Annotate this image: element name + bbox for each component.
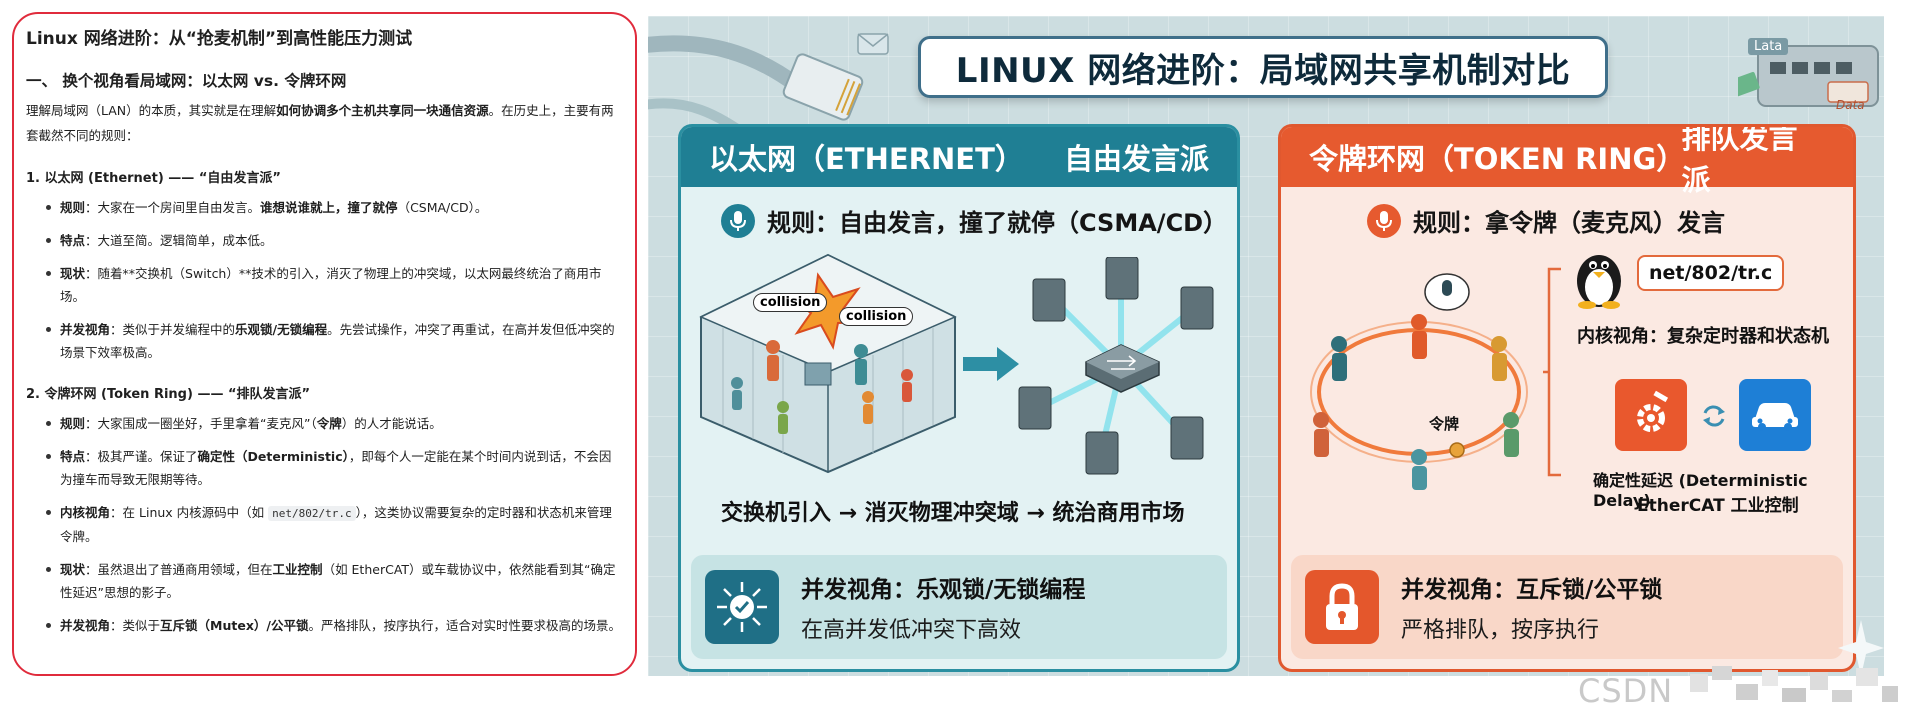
router-icon [1738, 45, 1879, 107]
ethernet-card-title: 以太网（ETHERNET） [709, 142, 1024, 176]
sync-icon [1703, 405, 1725, 427]
list-item: 并发视角：类似于并发编程中的乐观锁/无锁编程。先尝试操作，冲突了再重试，在高并发… [26, 318, 621, 364]
token-ring-card-title: 令牌环网（TOKEN RING） [1309, 142, 1686, 176]
ethernet-cable-icon [648, 33, 889, 141]
ethernet-rule: 规则：自由发言，撞了就停（CSMA/CD） [721, 203, 1227, 238]
ethernet-card-tag: 自由发言派 [1063, 142, 1209, 176]
list-item: 规则：大家在一个房间里自由发言。谁想说谁就上，撞了就停（CSMA/CD）。 [26, 196, 621, 219]
ethernet-flow-text: 交换机引入 → 消灭物理冲突域 → 统治商用市场 [721, 501, 1185, 526]
deterministic-delay-text: 确定性延迟 (Deterministic Delay) [1593, 471, 1808, 510]
ethernet-concurrency-title: 并发视角：乐观锁/无锁编程 [801, 577, 1086, 603]
ethernet-concurrency-subtitle: 在高并发低冲突下高效 [801, 618, 1022, 643]
collision-bubble-right: collision [839, 307, 914, 326]
ethercat-text: EtherCAT 工业控制 [1637, 496, 1799, 516]
token-ring-concurrency-subtitle: 严格排队，按序执行 [1401, 618, 1600, 643]
microphone-icon [721, 203, 755, 238]
blurred-username-mosaic [1690, 666, 1898, 702]
token-label: 令牌 [1429, 415, 1460, 433]
right-arrow-icon [963, 347, 1019, 381]
fade-overlay [14, 648, 635, 674]
kernel-path-tag: net/802/tr.c [1637, 255, 1785, 291]
network-hub-icon [705, 570, 779, 644]
list-item: 并发视角：类似于互斥锁（Mutex）/公平锁。严格排队，按序执行，适合对实时性要… [26, 614, 621, 637]
inline-code: net/802/tr.c [268, 506, 356, 521]
token-ring-concurrency-box: 并发视角：互斥锁/公平锁 严格排队，按序执行 [1291, 555, 1843, 659]
article-title: Linux 网络进阶：从“抢麦机制”到高性能压力测试 [26, 29, 413, 49]
list-item: 特点：大道至简。逻辑简单，成本低。 [26, 229, 621, 252]
article-panel: Linux 网络进阶：从“抢麦机制”到高性能压力测试 一、 换个视角看局域网：以… [12, 12, 637, 676]
token-ring-concurrency-title: 并发视角：互斥锁/公平锁 [1401, 577, 1663, 603]
token-ring-rule: 规则：拿令牌（麦克风）发言 [1367, 203, 1725, 238]
collision-room-illustration [699, 253, 957, 474]
infographic: Lata Data LINUX 网络进阶：局域网共享机制对比 以太网（ETHER… [648, 16, 1884, 676]
tux-penguin-icon [1577, 255, 1621, 309]
collision-bubble-left: collision [753, 293, 828, 312]
gear-icon [1615, 379, 1687, 451]
lock-icon [1305, 570, 1379, 644]
list-item: 特点：极其严谨。保证了确定性（Deterministic），即每个人一定能在某个… [26, 445, 621, 491]
kernel-view-text: 内核视角：复杂定时器和状态机 [1577, 326, 1829, 347]
intro-paragraph: 理解局域网（LAN）的本质，其实就是在理解如何协调多个主机共享同一块通信资源。在… [26, 103, 614, 143]
token-ring-card: 令牌环网（TOKEN RING） 排队发言派 规则：拿令牌（麦克风）发言 令牌 [1278, 124, 1856, 672]
token-ring-heading: 2. 令牌环网 (Token Ring) —— “排队发言派” [26, 387, 311, 402]
list-item: 现状：虽然退出了普通商用领域，但在工业控制（如 EtherCAT）或车载协议中，… [26, 558, 621, 604]
list-item: 现状：随着**交换机（Switch）**技术的引入，消灭了物理上的冲突域，以太网… [26, 262, 621, 308]
ethernet-concurrency-box: 并发视角：乐观锁/无锁编程 在高并发低冲突下高效 [691, 555, 1227, 659]
section-heading: 一、 换个视角看局域网：以太网 vs. 令牌环网 [26, 72, 347, 90]
list-item: 内核视角：在 Linux 内核源码中（如 net/802/tr.c），这类协议需… [26, 501, 621, 548]
ethernet-card: 以太网（ETHERNET） 自由发言派 规则：自由发言，撞了就停（CSMA/CD… [678, 124, 1240, 672]
sparkle-icon [1838, 620, 1884, 676]
car-icon [1739, 379, 1811, 451]
list-item: 规则：大家围成一圈坐好，手里拿着“麦克风”（令牌）的人才能说话。 [26, 412, 621, 435]
bracket-connector [1543, 267, 1561, 477]
lata-tag: Lata [1748, 38, 1789, 55]
csdn-watermark: CSDN [1578, 672, 1674, 710]
ethernet-list: 规则：大家在一个房间里自由发言。谁想说谁就上，撞了就停（CSMA/CD）。 特点… [26, 196, 621, 364]
token-ring-list: 规则：大家围成一圈坐好，手里拿着“麦克风”（令牌）的人才能说话。 特点：极其严谨… [26, 412, 621, 637]
ethernet-card-header: 以太网（ETHERNET） 自由发言派 [681, 127, 1237, 187]
ethernet-heading: 1. 以太网 (Ethernet) —— “自由发言派” [26, 171, 281, 186]
data-tag: Data [1836, 98, 1865, 112]
token-ring-card-header: 令牌环网（TOKEN RING） 排队发言派 [1281, 127, 1853, 197]
token-ring-illustration [1310, 273, 1528, 490]
microphone-icon [1367, 203, 1401, 238]
token-ring-card-tag: 排队发言派 [1681, 124, 1798, 197]
infographic-title: LINUX 网络进阶：局域网共享机制对比 [918, 36, 1608, 98]
switch-network-illustration [1018, 257, 1214, 475]
